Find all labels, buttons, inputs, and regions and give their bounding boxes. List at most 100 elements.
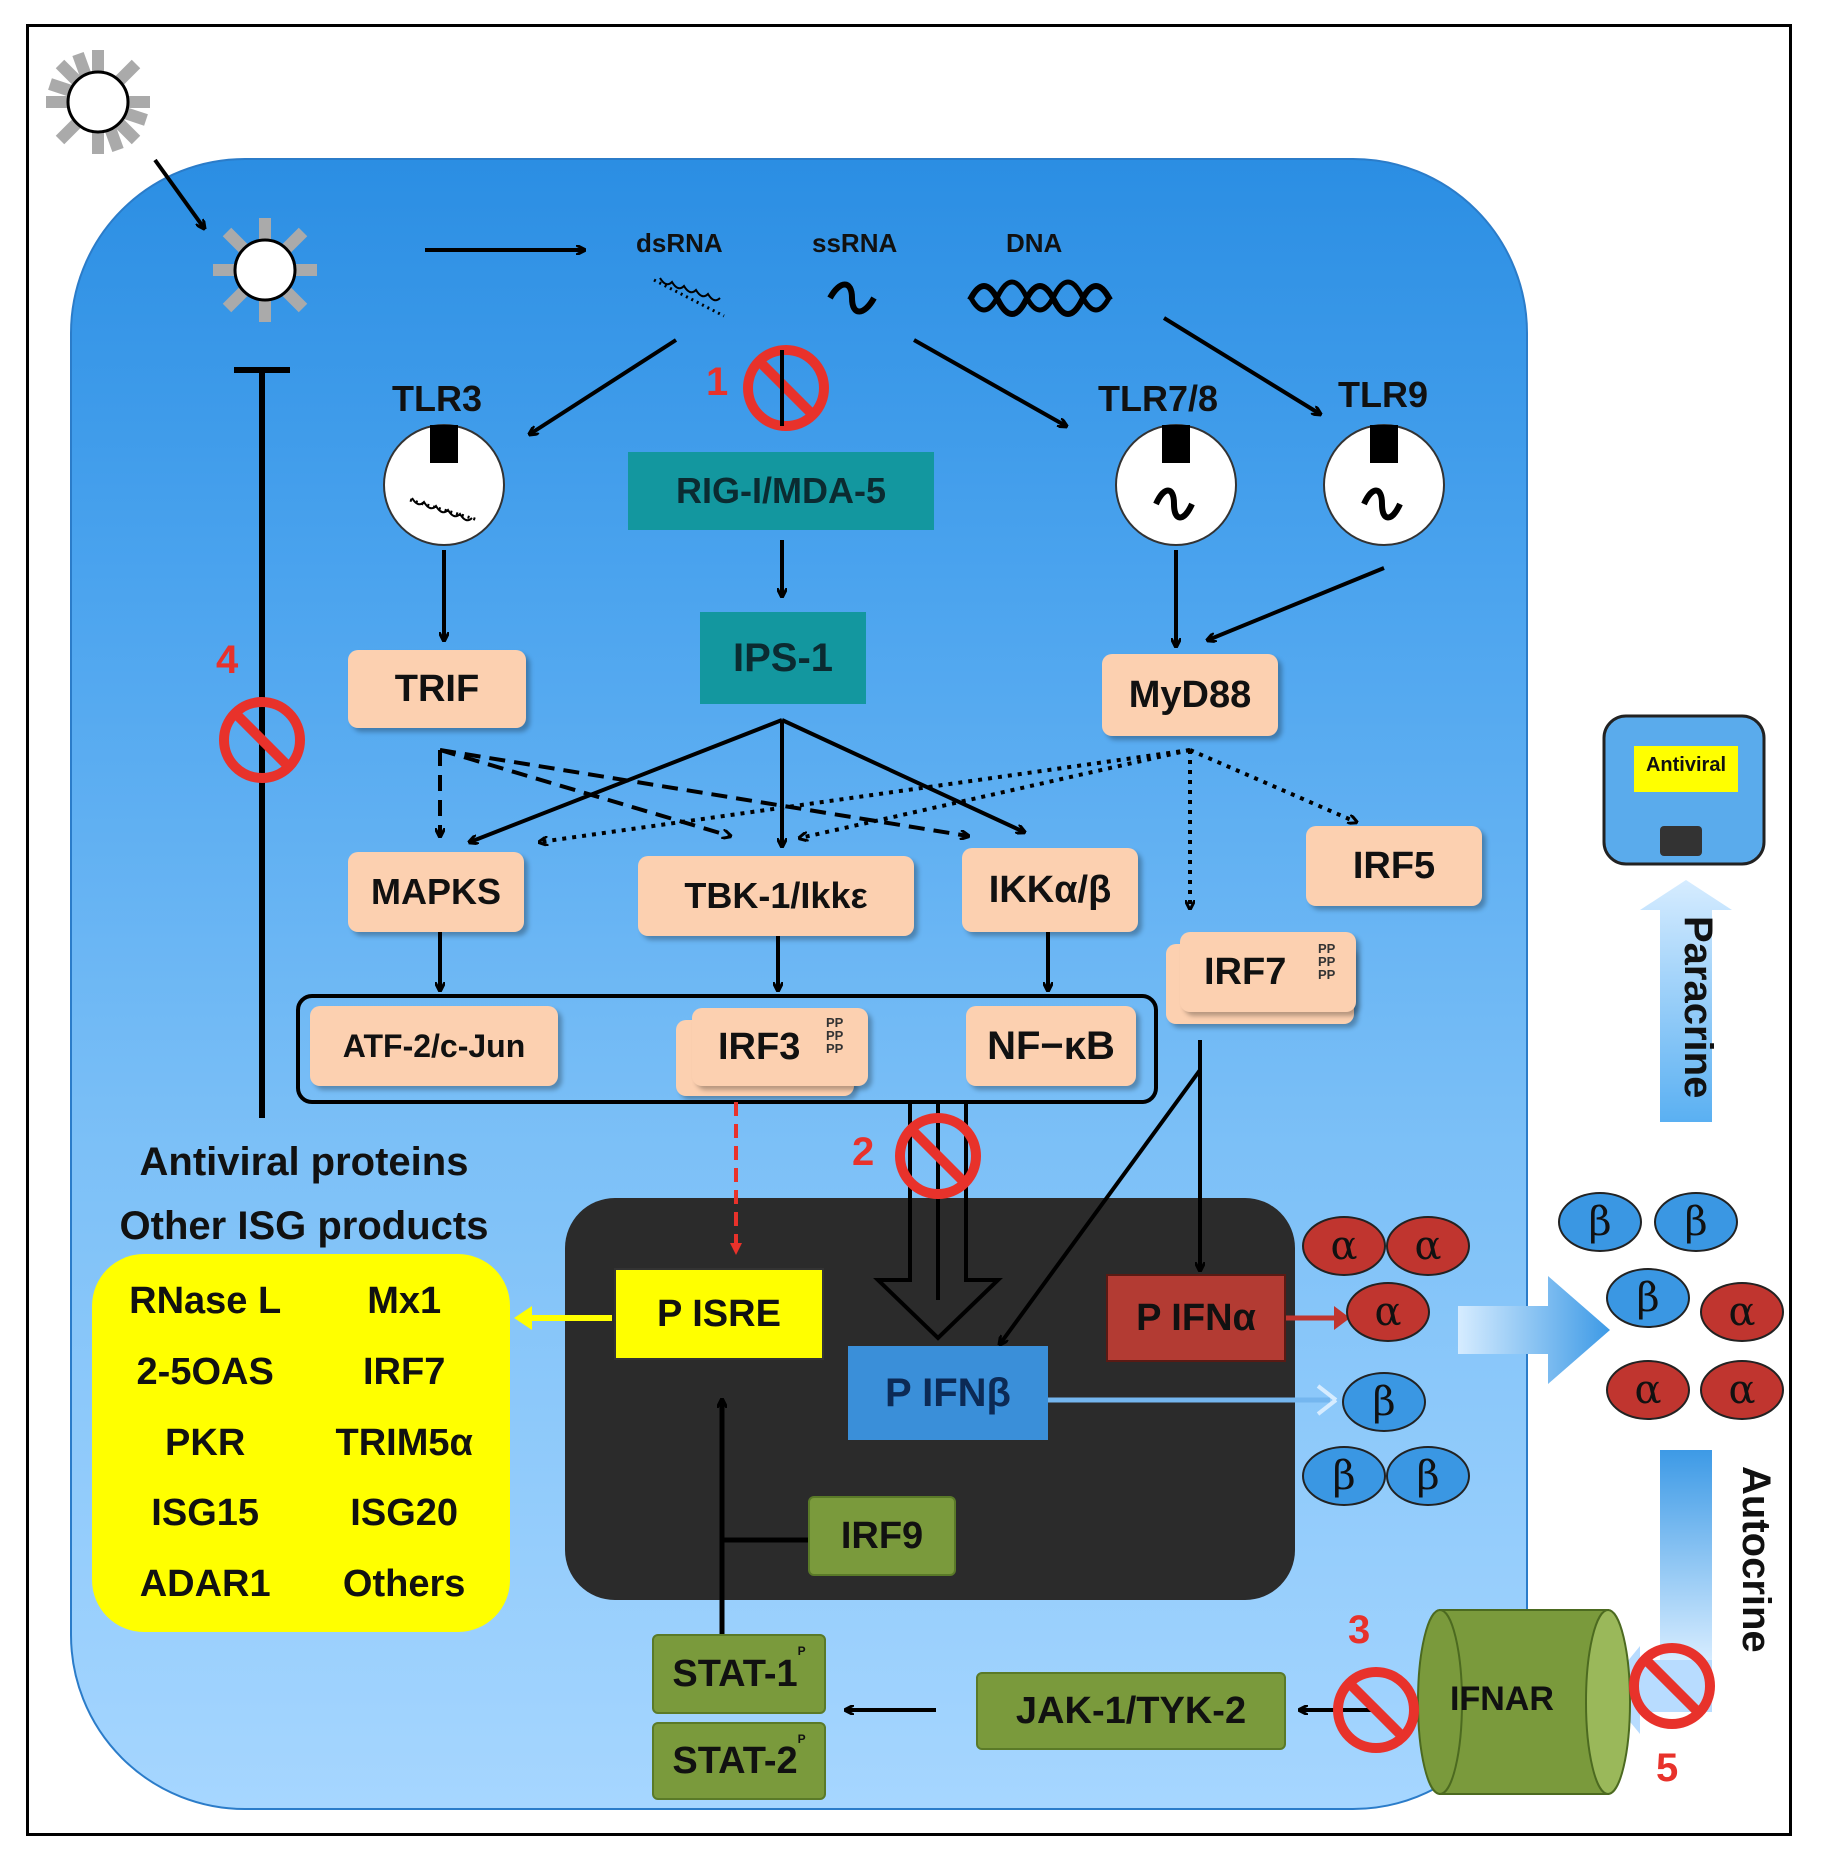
- target-cell-label: Antiviral: [1645, 754, 1727, 776]
- ifn-beta-molecule: β: [1386, 1446, 1470, 1506]
- tlr3-endosome: [383, 424, 505, 546]
- isg-list-right: Mx1 IRF7 TRIM5α ISG20 Others: [335, 1280, 472, 1606]
- irf7-label: IRF7: [1204, 950, 1287, 993]
- irf3-box: IRF3: [692, 1008, 868, 1086]
- isg-item: RNase L: [129, 1280, 282, 1322]
- dsrna-label: dsRNA: [636, 228, 723, 258]
- antiviral-label: Antiviral proteins Other ISG products: [104, 1130, 504, 1258]
- ifn-beta-molecule: β: [1606, 1268, 1690, 1328]
- irf7-phospho: PP PP PP: [1318, 942, 1335, 981]
- isg-item: ISG15: [151, 1492, 260, 1535]
- p3: P: [1318, 954, 1327, 969]
- ifn-alpha-molecule: α: [1346, 1282, 1430, 1342]
- atf2-cjun-box: ATF-2/c-Jun: [310, 1006, 558, 1086]
- isg-products-box: RNase L 2-5OAS PKR ISG15 ADAR1 Mx1 IRF7 …: [92, 1254, 510, 1632]
- irf3-label: IRF3: [718, 1025, 801, 1068]
- trif-box: TRIF: [348, 650, 526, 728]
- isg-item: ISG20: [350, 1492, 459, 1535]
- virus-particle-inside: [213, 218, 317, 322]
- ifn-alpha-molecule: α: [1700, 1282, 1784, 1342]
- ifn-beta-molecule: β: [1342, 1372, 1426, 1432]
- ips1-box: IPS-1: [700, 612, 866, 704]
- isg-item: IRF7: [362, 1350, 446, 1393]
- figure-frame: [26, 24, 1792, 1836]
- tlr9-label: TLR9: [1338, 374, 1428, 415]
- stat1-phospho: P: [797, 1644, 806, 1658]
- ifna-promoter: P IFNα: [1106, 1274, 1286, 1362]
- stat2-label: STAT-2: [672, 1739, 798, 1782]
- mapks-box: MAPKS: [348, 852, 524, 932]
- block-number-5: 5: [1656, 1746, 1679, 1790]
- ifn-beta-molecule: β: [1302, 1446, 1386, 1506]
- nfkb-box: NF−κB: [966, 1006, 1136, 1086]
- ifnar-receptor-shape: [1417, 1609, 1631, 1795]
- ifn-alpha-molecule: α: [1606, 1360, 1690, 1420]
- dsrna-glyph: [653, 278, 725, 318]
- block-number-3: 3: [1348, 1608, 1371, 1652]
- paracrine-arrow: [1640, 880, 1732, 1122]
- antiviral-proteins-text: Antiviral proteins: [139, 1140, 469, 1184]
- stat1-label: STAT-1: [672, 1652, 798, 1695]
- transcription-factor-complex: [296, 994, 1158, 1104]
- tlr9-endosome: [1323, 424, 1445, 546]
- irf7-box: IRF7: [1180, 932, 1356, 1012]
- ifnar-label: IFNAR: [1450, 1680, 1554, 1718]
- isg-list-left: RNase L 2-5OAS PKR ISG15 ADAR1: [129, 1280, 281, 1606]
- block-sign-5: [1629, 1643, 1715, 1729]
- autocrine-label: Autocrine: [1734, 1466, 1778, 1653]
- virus-particle-outside: [46, 50, 150, 154]
- secretion-arrow: [1458, 1276, 1610, 1384]
- tbk1-ikke-box: TBK-1/Ikkε: [638, 856, 914, 936]
- ifn-alpha-molecule: α: [1302, 1216, 1386, 1276]
- q1: P: [826, 1015, 835, 1030]
- ifnb-promoter: P IFNβ: [848, 1346, 1048, 1440]
- irf9-box: IRF9: [808, 1496, 956, 1576]
- tlr78-endosome: [1115, 424, 1237, 546]
- irf5-box: IRF5: [1306, 826, 1482, 906]
- isg-item: TRIM5α: [335, 1421, 473, 1464]
- p2: P: [1326, 941, 1336, 956]
- isg-item: ADAR1: [139, 1563, 271, 1605]
- block-number-2: 2: [852, 1130, 875, 1174]
- block-sign-4: [219, 697, 305, 783]
- ssrna-glyph: [827, 281, 877, 315]
- isg-item: PKR: [165, 1421, 246, 1464]
- irf3-phospho: PP PP PP: [826, 1016, 843, 1055]
- isre-promoter: P ISRE: [614, 1268, 824, 1360]
- isg-item: Mx1: [367, 1280, 442, 1322]
- autocrine-arrow: [1660, 1450, 1712, 1660]
- myd88-box: MyD88: [1102, 654, 1278, 736]
- block-sign-3: [1333, 1667, 1419, 1753]
- tlr3-label: TLR3: [392, 378, 482, 419]
- p6: P: [1326, 967, 1336, 982]
- tlr78-label: TLR7/8: [1098, 378, 1219, 419]
- block-sign-2: [895, 1113, 981, 1199]
- ifn-alpha-molecule: α: [1700, 1360, 1784, 1420]
- p1: P: [1318, 941, 1327, 956]
- isg-item: Others: [342, 1563, 466, 1605]
- block-number-4: 4: [216, 638, 239, 682]
- jak1-tyk2-box: JAK-1/TYK-2: [976, 1672, 1286, 1750]
- p5: P: [1318, 967, 1327, 982]
- block-number-1: 1: [706, 360, 729, 404]
- isg-item: 2-5OAS: [136, 1350, 274, 1393]
- ikk-alpha-beta-box: IKKα/β: [962, 848, 1138, 932]
- ssrna-label: ssRNA: [812, 228, 898, 258]
- other-isg-text: Other ISG products: [119, 1204, 489, 1248]
- q2: P: [834, 1015, 844, 1030]
- p4: P: [1326, 954, 1336, 969]
- ifn-beta-molecule: β: [1558, 1192, 1642, 1252]
- paracrine-label: Paracrine: [1676, 916, 1720, 1099]
- q4: P: [834, 1028, 844, 1043]
- ifn-alpha-molecule: α: [1386, 1216, 1470, 1276]
- antiviral-target-cell: [1602, 714, 1766, 866]
- block-sign-1: [743, 345, 829, 431]
- ifn-beta-molecule: β: [1654, 1192, 1738, 1252]
- q6: P: [834, 1041, 844, 1056]
- dna-label: DNA: [1006, 228, 1063, 258]
- q5: P: [826, 1041, 835, 1056]
- rig-mda5-box: RIG-I/MDA-5: [628, 452, 934, 530]
